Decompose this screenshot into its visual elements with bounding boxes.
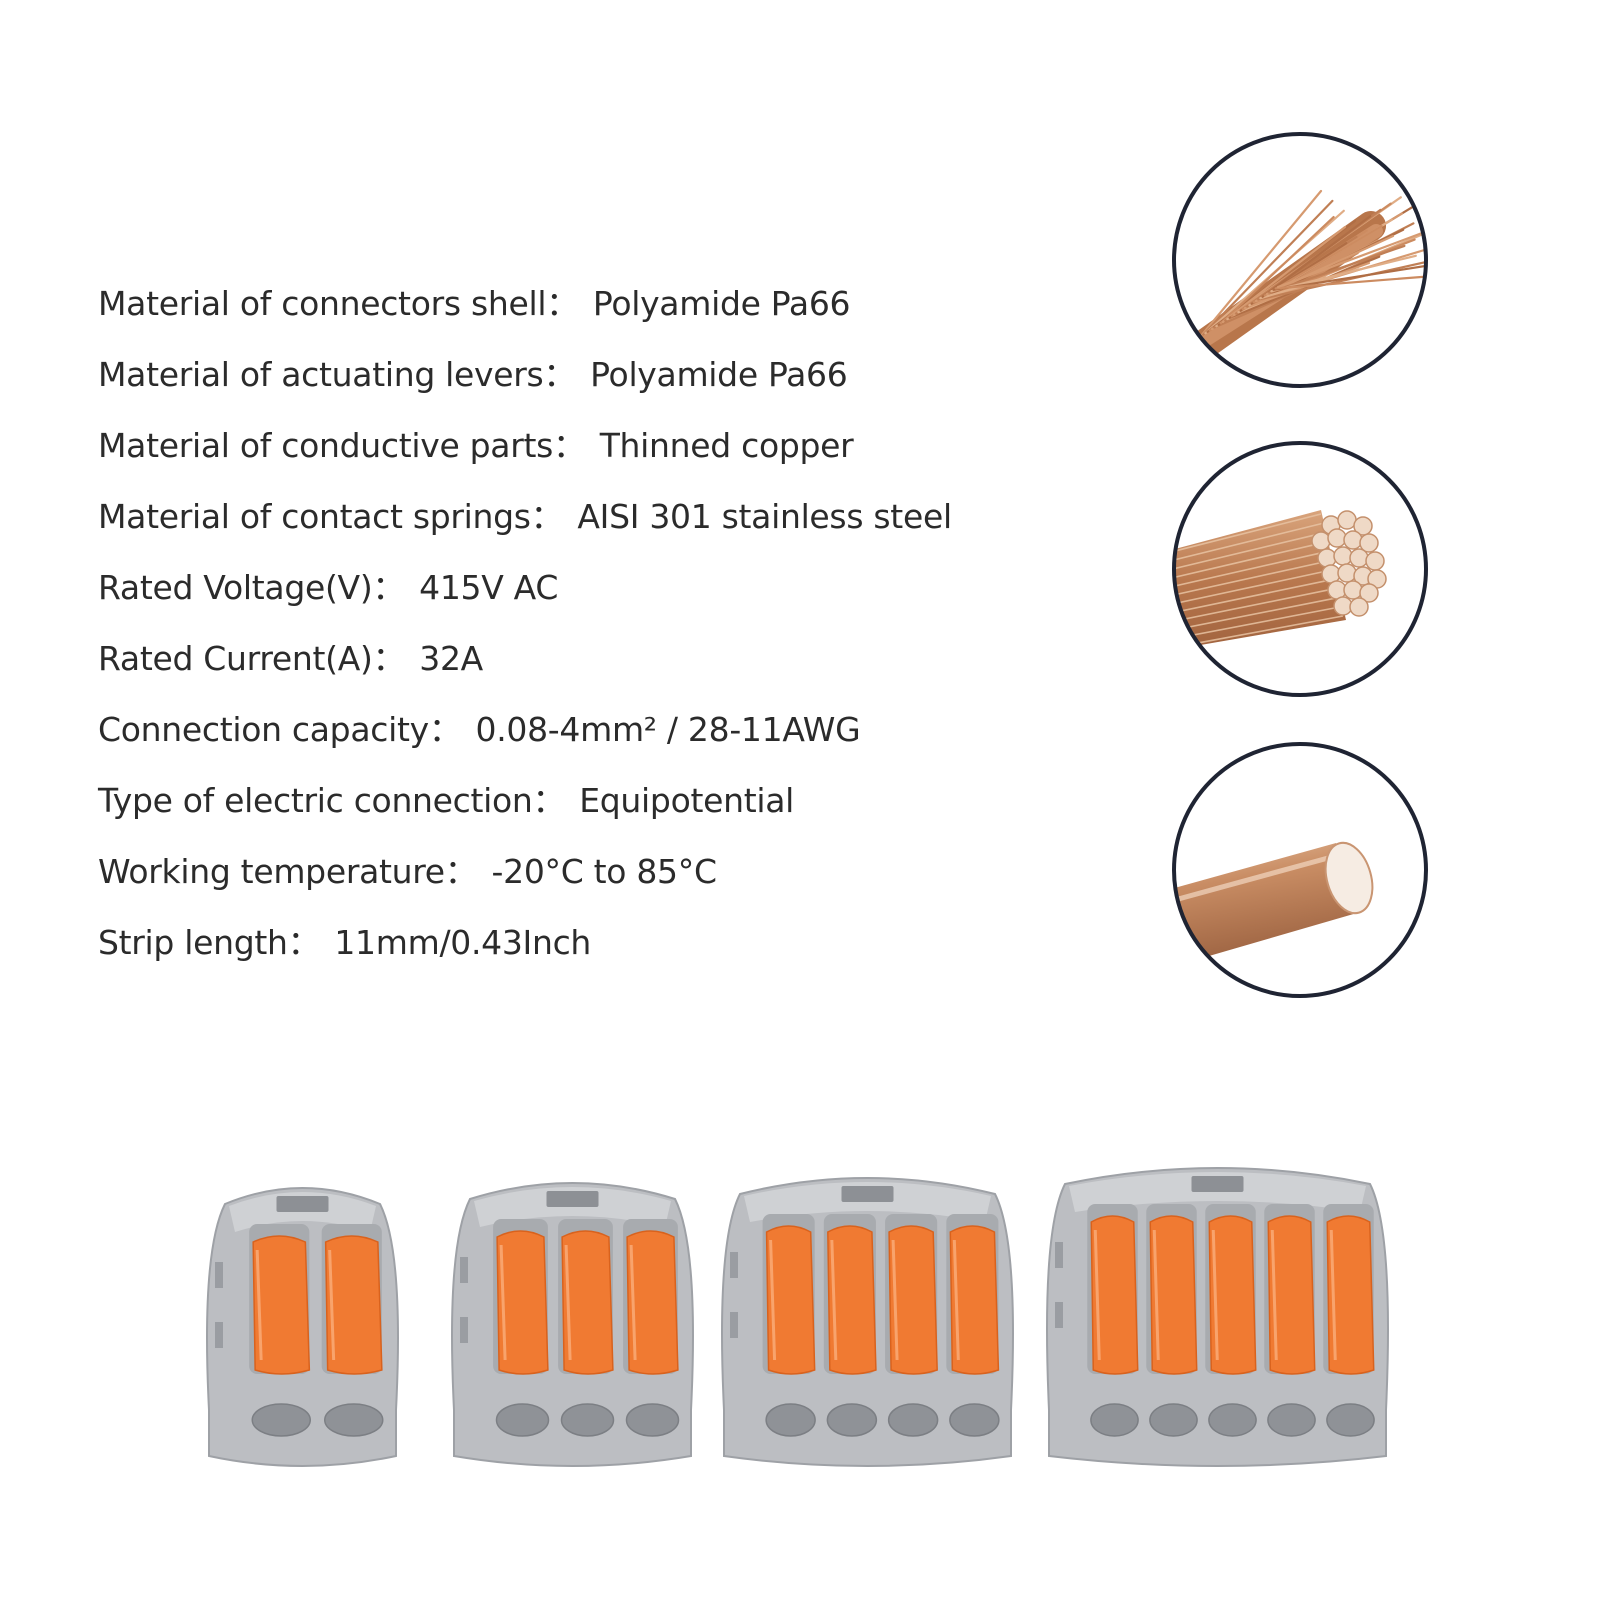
spec-label: Working temperature：: [98, 852, 478, 891]
spec-row-connection-type: Type of electric connection： Equipotentia…: [98, 779, 1038, 850]
spec-label: Material of conductive parts：: [98, 426, 586, 465]
stranded-wire-icon: [1171, 440, 1429, 698]
spec-value: Equipotential: [579, 781, 795, 820]
spec-value: -20°C to 85°C: [491, 852, 717, 891]
spec-row-connection-capacity: Connection capacity： 0.08-4mm² / 28-11AWG: [98, 708, 1038, 779]
spec-label: Rated Voltage(V)：: [98, 568, 406, 607]
spec-value: 0.08-4mm² / 28-11AWG: [475, 710, 861, 749]
2-way-lever-connector-icon: [195, 1170, 410, 1470]
spec-value: 32A: [419, 639, 483, 678]
spec-label: Connection capacity：: [98, 710, 462, 749]
spec-value: AISI 301 stainless steel: [577, 497, 952, 536]
spec-label: Material of connectors shell：: [98, 284, 579, 323]
3-way-lever-connector-icon: [440, 1165, 705, 1470]
spec-label: Rated Current(A)：: [98, 639, 406, 678]
spec-row-conductive-material: Material of conductive parts： Thinned cop…: [98, 424, 1038, 495]
spec-label: Type of electric connection：: [98, 781, 566, 820]
spec-row-rated-voltage: Rated Voltage(V)： 415V AC: [98, 566, 1038, 637]
fine-stranded-wire-icon: [1171, 131, 1429, 389]
spec-value: 11mm/0.43Inch: [334, 923, 592, 962]
spec-value: 415V AC: [419, 568, 559, 607]
spec-list: Material of connectors shell： Polyamide P…: [98, 282, 1038, 992]
spec-row-spring-material: Material of contact springs： AISI 301 sta…: [98, 495, 1038, 566]
spec-row-shell-material: Material of connectors shell： Polyamide P…: [98, 282, 1038, 353]
spec-row-strip-length: Strip length： 11mm/0.43Inch: [98, 921, 1038, 992]
4-way-lever-connector-icon: [710, 1160, 1025, 1470]
spec-row-rated-current: Rated Current(A)： 32A: [98, 637, 1038, 708]
5-way-lever-connector-icon: [1035, 1150, 1400, 1470]
spec-label: Strip length：: [98, 923, 321, 962]
spec-label: Material of actuating levers：: [98, 355, 577, 394]
spec-row-working-temperature: Working temperature： -20°C to 85°C: [98, 850, 1038, 921]
spec-value: Polyamide Pa66: [592, 284, 851, 323]
connector-group: [195, 1120, 1455, 1470]
solid-wire-icon: [1171, 741, 1429, 999]
spec-row-lever-material: Material of actuating levers： Polyamide P…: [98, 353, 1038, 424]
spec-label: Material of contact springs：: [98, 497, 564, 536]
spec-value: Thinned copper: [599, 426, 854, 465]
spec-value: Polyamide Pa66: [590, 355, 848, 394]
